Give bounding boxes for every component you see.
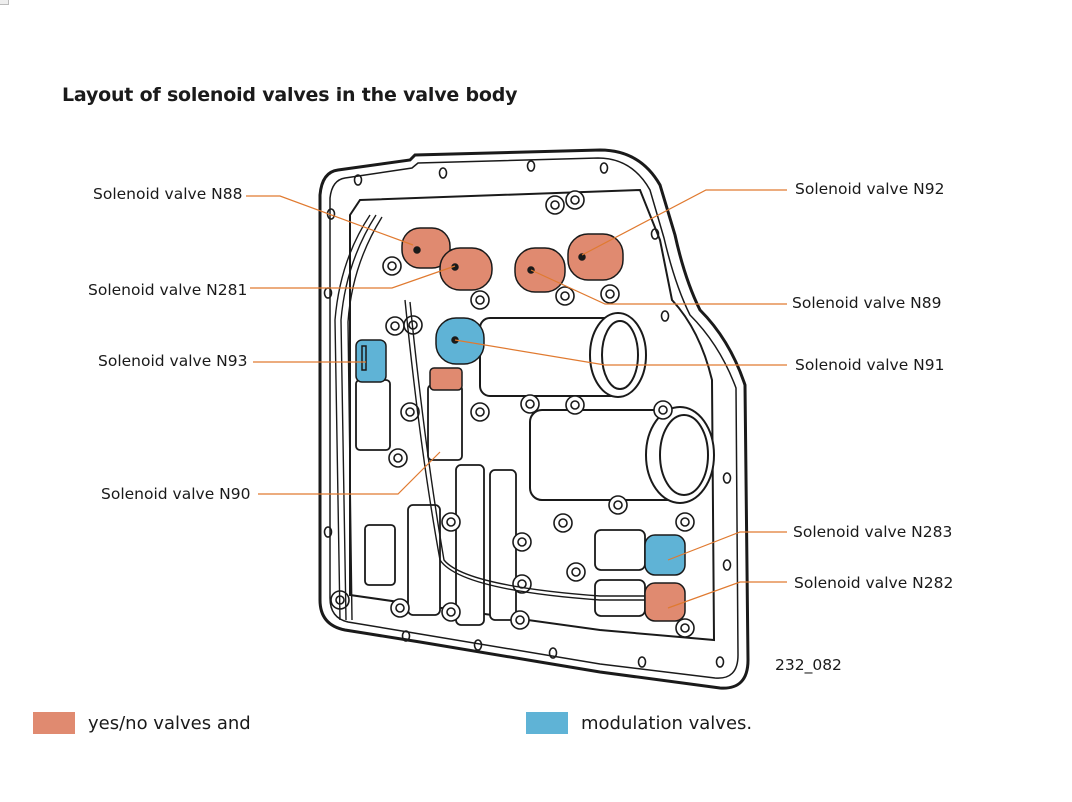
page-title: Layout of solenoid valves in the valve b… — [62, 84, 518, 106]
bolts — [330, 190, 695, 638]
valve-n92-body — [567, 233, 624, 281]
label-n281: Solenoid valve N281 — [88, 281, 248, 299]
leader-n92 — [581, 189, 787, 256]
label-n93: Solenoid valve N93 — [98, 352, 248, 370]
label-n90: Solenoid valve N90 — [101, 485, 251, 503]
label-n282: Solenoid valve N282 — [794, 574, 954, 592]
leader-n282 — [667, 581, 787, 609]
modulation-valves — [355, 317, 686, 576]
leader-lines — [246, 189, 787, 609]
label-n89: Solenoid valve N89 — [792, 294, 942, 312]
legend-label-yes-no: yes/no valves and — [88, 712, 251, 734]
valve-n93-body — [355, 339, 387, 383]
valve-body-inner-outline — [329, 157, 739, 679]
valve-n281-body — [439, 247, 493, 291]
leader-n281 — [250, 265, 456, 289]
yes-no-valves — [401, 227, 686, 622]
legend-yes-no: yes/no valves and — [33, 712, 251, 734]
leader-n88 — [246, 195, 414, 246]
valve-n90-body — [429, 367, 463, 391]
leader-n89 — [530, 269, 787, 305]
figure-id: 232_082 — [775, 656, 842, 674]
valve-n88-body — [401, 227, 451, 269]
valve-n282-body — [644, 582, 686, 622]
legend-label-modulation: modulation valves. — [581, 712, 753, 734]
label-n88: Solenoid valve N88 — [93, 185, 243, 203]
spool-valves — [355, 379, 646, 626]
leader-n283 — [667, 531, 787, 561]
leader-n90 — [258, 451, 441, 495]
legend-swatch-yes-no — [33, 712, 75, 734]
legend-modulation: modulation valves. — [526, 712, 752, 734]
label-n92: Solenoid valve N92 — [795, 180, 945, 198]
label-n283: Solenoid valve N283 — [793, 523, 953, 541]
legend-swatch-modulation — [526, 712, 568, 734]
corner-marker — [0, 0, 9, 5]
flange-holes — [323, 160, 732, 668]
label-n91: Solenoid valve N91 — [795, 356, 945, 374]
valve-n283-body — [644, 534, 686, 576]
leader-n91 — [454, 339, 787, 366]
valve-n89-body — [514, 247, 566, 293]
